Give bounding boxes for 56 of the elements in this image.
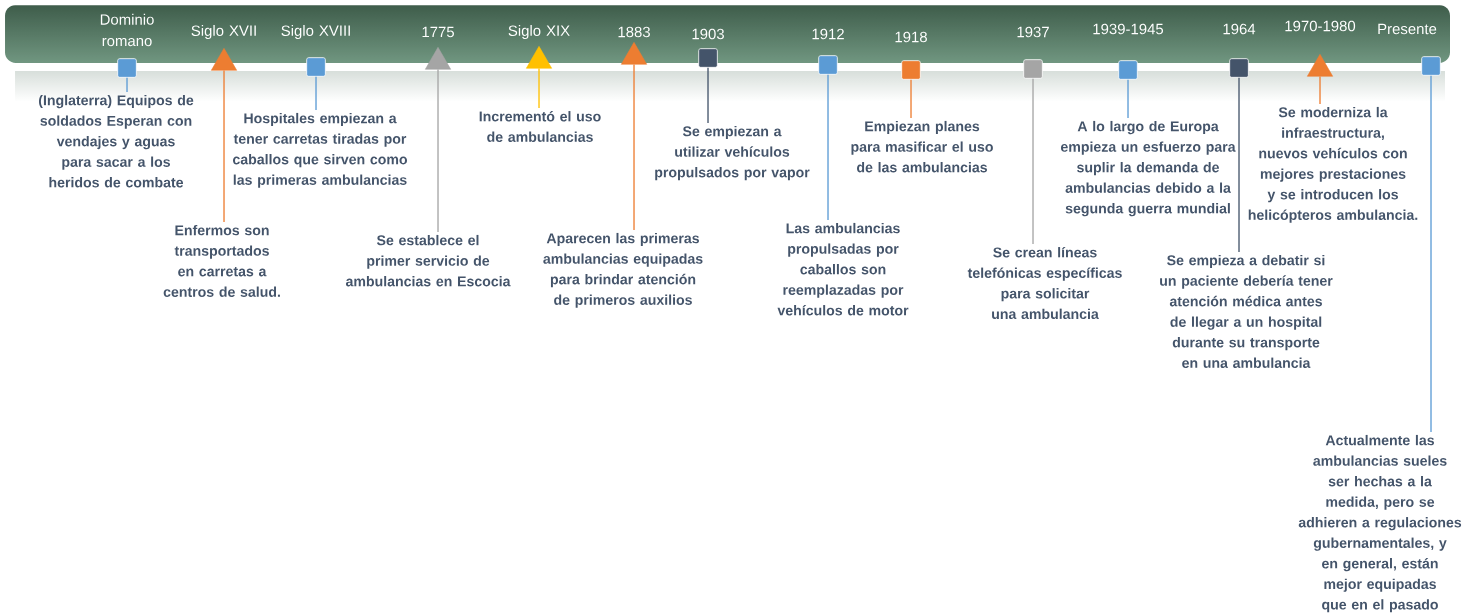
event-description: Incrementó el uso de ambulancias — [479, 110, 601, 142]
triangle-marker — [211, 48, 237, 71]
square-marker — [1023, 59, 1043, 79]
date-label: 1970-1980 — [1285, 20, 1356, 32]
square-marker — [1421, 56, 1441, 76]
date-label: Dominio romano — [100, 13, 154, 47]
event-description: Aparecen las primeras ambulancias equipadas para brindar atención de primeros auxilios — [543, 232, 703, 308]
triangle-marker — [621, 42, 647, 65]
event-description: A lo largo de Europa empieza un esfuerzo para suplir la demanda de ambulancias debido a la segunda guerra mundial — [1061, 120, 1236, 217]
connector-line — [1238, 77, 1240, 253]
event-description: Se empieza a debatir si un paciente debería tener atención médica antes de llegar a un hospital durante su transporte en una ambulancia — [1160, 254, 1333, 368]
connector-line — [1430, 75, 1432, 433]
square-marker — [117, 58, 137, 78]
event-description: Las ambulancias propulsadas por caballos son reemplazadas por vehículos de motor — [777, 222, 909, 316]
connector-line — [1319, 75, 1321, 105]
square-marker — [1118, 60, 1138, 80]
event-description: Se empiezan a utilizar vehículos propulsados por vapor — [655, 125, 810, 181]
event-description: Empiezan planes para masificar el uso de las ambulancias — [851, 120, 993, 173]
square-marker — [901, 60, 921, 80]
date-label: 1964 — [1223, 23, 1256, 35]
date-label: Siglo XVIII — [281, 25, 350, 39]
date-label: 1939-1945 — [1093, 23, 1164, 35]
connector-line — [633, 63, 635, 231]
square-marker — [698, 48, 718, 68]
date-label: Presente — [1378, 23, 1437, 35]
date-label: 1775 — [422, 26, 454, 38]
date-label: Siglo XIX — [508, 25, 570, 39]
connector-line — [707, 67, 709, 124]
connector-line — [910, 79, 912, 119]
connector-line — [827, 74, 829, 221]
date-label: 1937 — [1017, 26, 1049, 38]
event-description: (Inglaterra) Equipos de soldados Esperan con vendajes y aguas para sacar a los heridos de combate — [39, 94, 194, 188]
date-label: Siglo XVII — [191, 25, 256, 39]
square-marker — [306, 57, 326, 77]
event-description: Se moderniza la infraestructura, nuevos vehículos con mejores prestaciones y se introducen los helicópteros ambulancia. — [1248, 106, 1418, 223]
date-label: 1903 — [692, 28, 724, 40]
date-label: 1918 — [895, 31, 927, 43]
event-description: Se crean líneas telefónicas específicas para solicitar una ambulancia — [967, 246, 1122, 320]
connector-line — [315, 76, 317, 111]
date-label: 1912 — [812, 28, 844, 40]
triangle-marker — [1307, 54, 1333, 77]
connector-line — [1032, 78, 1034, 245]
event-description: Hospitales empiezan a tener carretas tiradas por caballos que sirven como las primeras ambulancias — [233, 112, 408, 188]
connector-line — [223, 69, 225, 223]
square-marker — [1229, 58, 1249, 78]
event-description: Se establece el primer servicio de ambulancias en Escocia — [345, 234, 511, 287]
triangle-marker — [526, 46, 552, 69]
event-description: Enfermos son transportados en carretas a centros de salud. — [163, 224, 280, 297]
connector-line — [538, 67, 540, 109]
connector-line — [126, 77, 128, 93]
square-marker — [818, 55, 838, 75]
connector-line — [437, 68, 439, 233]
connector-line — [1127, 79, 1129, 119]
triangle-marker — [425, 47, 451, 70]
date-label: 1883 — [618, 26, 650, 38]
event-description: Actualmente las ambulancias sueles ser hechas a la medida, pero se adhieren a regulaciones gubernamentales, y en general, están mejor equipadas que en el pasado — [1298, 434, 1462, 613]
